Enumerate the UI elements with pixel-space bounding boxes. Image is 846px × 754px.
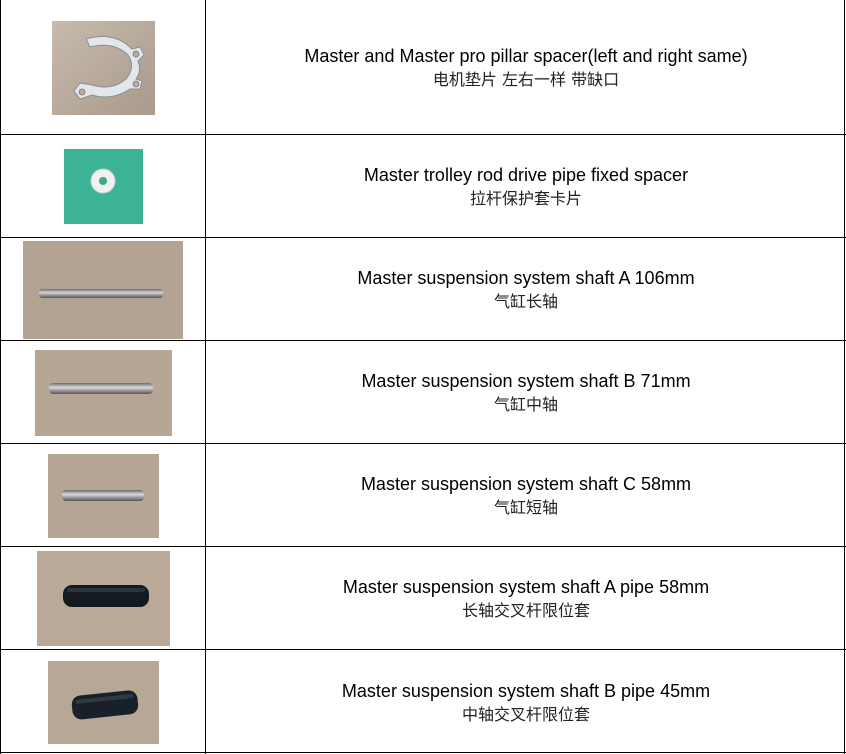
part-name-en: Master suspension system shaft B pipe 45…	[341, 680, 711, 701]
table-row: Master and Master pro pillar spacer(left…	[0, 0, 846, 135]
part-name-en: Master suspension system shaft A pipe 58…	[342, 577, 710, 597]
table-row: Master trolley rod drive pipe fixed spac…	[0, 135, 846, 238]
table-row: Master suspension system shaft B pipe 45…	[0, 650, 846, 754]
part-name-zh: 气缸短轴	[493, 498, 558, 517]
table-row: Master suspension system shaft B 71mm 气缸…	[0, 341, 846, 444]
image-cell	[0, 547, 206, 650]
part-name-zh: 长轴交叉杆限位套	[461, 601, 590, 620]
part-name-en: Master trolley rod drive pipe fixed spac…	[363, 165, 689, 185]
description-cell: Master suspension system shaft C 58mm 气缸…	[206, 444, 846, 547]
washer-icon	[63, 149, 143, 224]
table-right-border	[844, 0, 845, 754]
part-name-zh: 气缸长轴	[493, 292, 558, 311]
black-pipe-icon	[36, 551, 170, 646]
description-cell: Master trolley rod drive pipe fixed spac…	[206, 135, 846, 238]
table-left-border	[0, 0, 1, 754]
part-name-en: Master and Master pro pillar spacer(left…	[304, 46, 748, 66]
row-divider	[0, 546, 846, 547]
row-divider	[0, 340, 846, 341]
row-divider	[0, 237, 846, 238]
part-name-en: Master suspension system shaft C 58mm	[360, 474, 692, 494]
part-name-zh: 气缸中轴	[493, 395, 558, 414]
row-divider	[0, 443, 846, 444]
table-row: Master suspension system shaft A pipe 58…	[0, 547, 846, 650]
description-cell: Master and Master pro pillar spacer(left…	[206, 0, 846, 135]
image-cell	[0, 135, 206, 238]
black-pipe-short-icon	[47, 660, 159, 744]
row-divider	[0, 752, 846, 753]
image-cell	[0, 0, 206, 135]
part-name-zh: 拉杆保护套卡片	[469, 189, 582, 208]
column-divider	[205, 0, 206, 754]
description-cell: Master suspension system shaft B 71mm 气缸…	[206, 341, 846, 444]
description-cell: Master suspension system shaft B pipe 45…	[206, 650, 846, 754]
description-cell: Master suspension system shaft A pipe 58…	[206, 547, 846, 650]
row-divider	[0, 649, 846, 650]
part-name-en: Master suspension system shaft B 71mm	[361, 371, 691, 391]
long-shaft-icon	[23, 240, 183, 339]
image-cell	[0, 444, 206, 547]
short-shaft-icon	[47, 453, 159, 538]
part-name-en: Master suspension system shaft A 106mm	[357, 268, 695, 288]
medium-shaft-icon	[34, 349, 172, 436]
c-shaped-spacer-icon	[51, 20, 155, 115]
table-row: Master suspension system shaft A 106mm 气…	[0, 238, 846, 341]
part-name-zh: 电机垫片 左右一样 带缺口	[432, 70, 620, 89]
description-cell: Master suspension system shaft A 106mm 气…	[206, 238, 846, 341]
image-cell	[0, 650, 206, 754]
part-name-zh: 中轴交叉杆限位套	[461, 704, 590, 724]
image-cell	[0, 341, 206, 444]
row-divider	[0, 134, 846, 135]
table-row: Master suspension system shaft C 58mm 气缸…	[0, 444, 846, 547]
image-cell	[0, 238, 206, 341]
